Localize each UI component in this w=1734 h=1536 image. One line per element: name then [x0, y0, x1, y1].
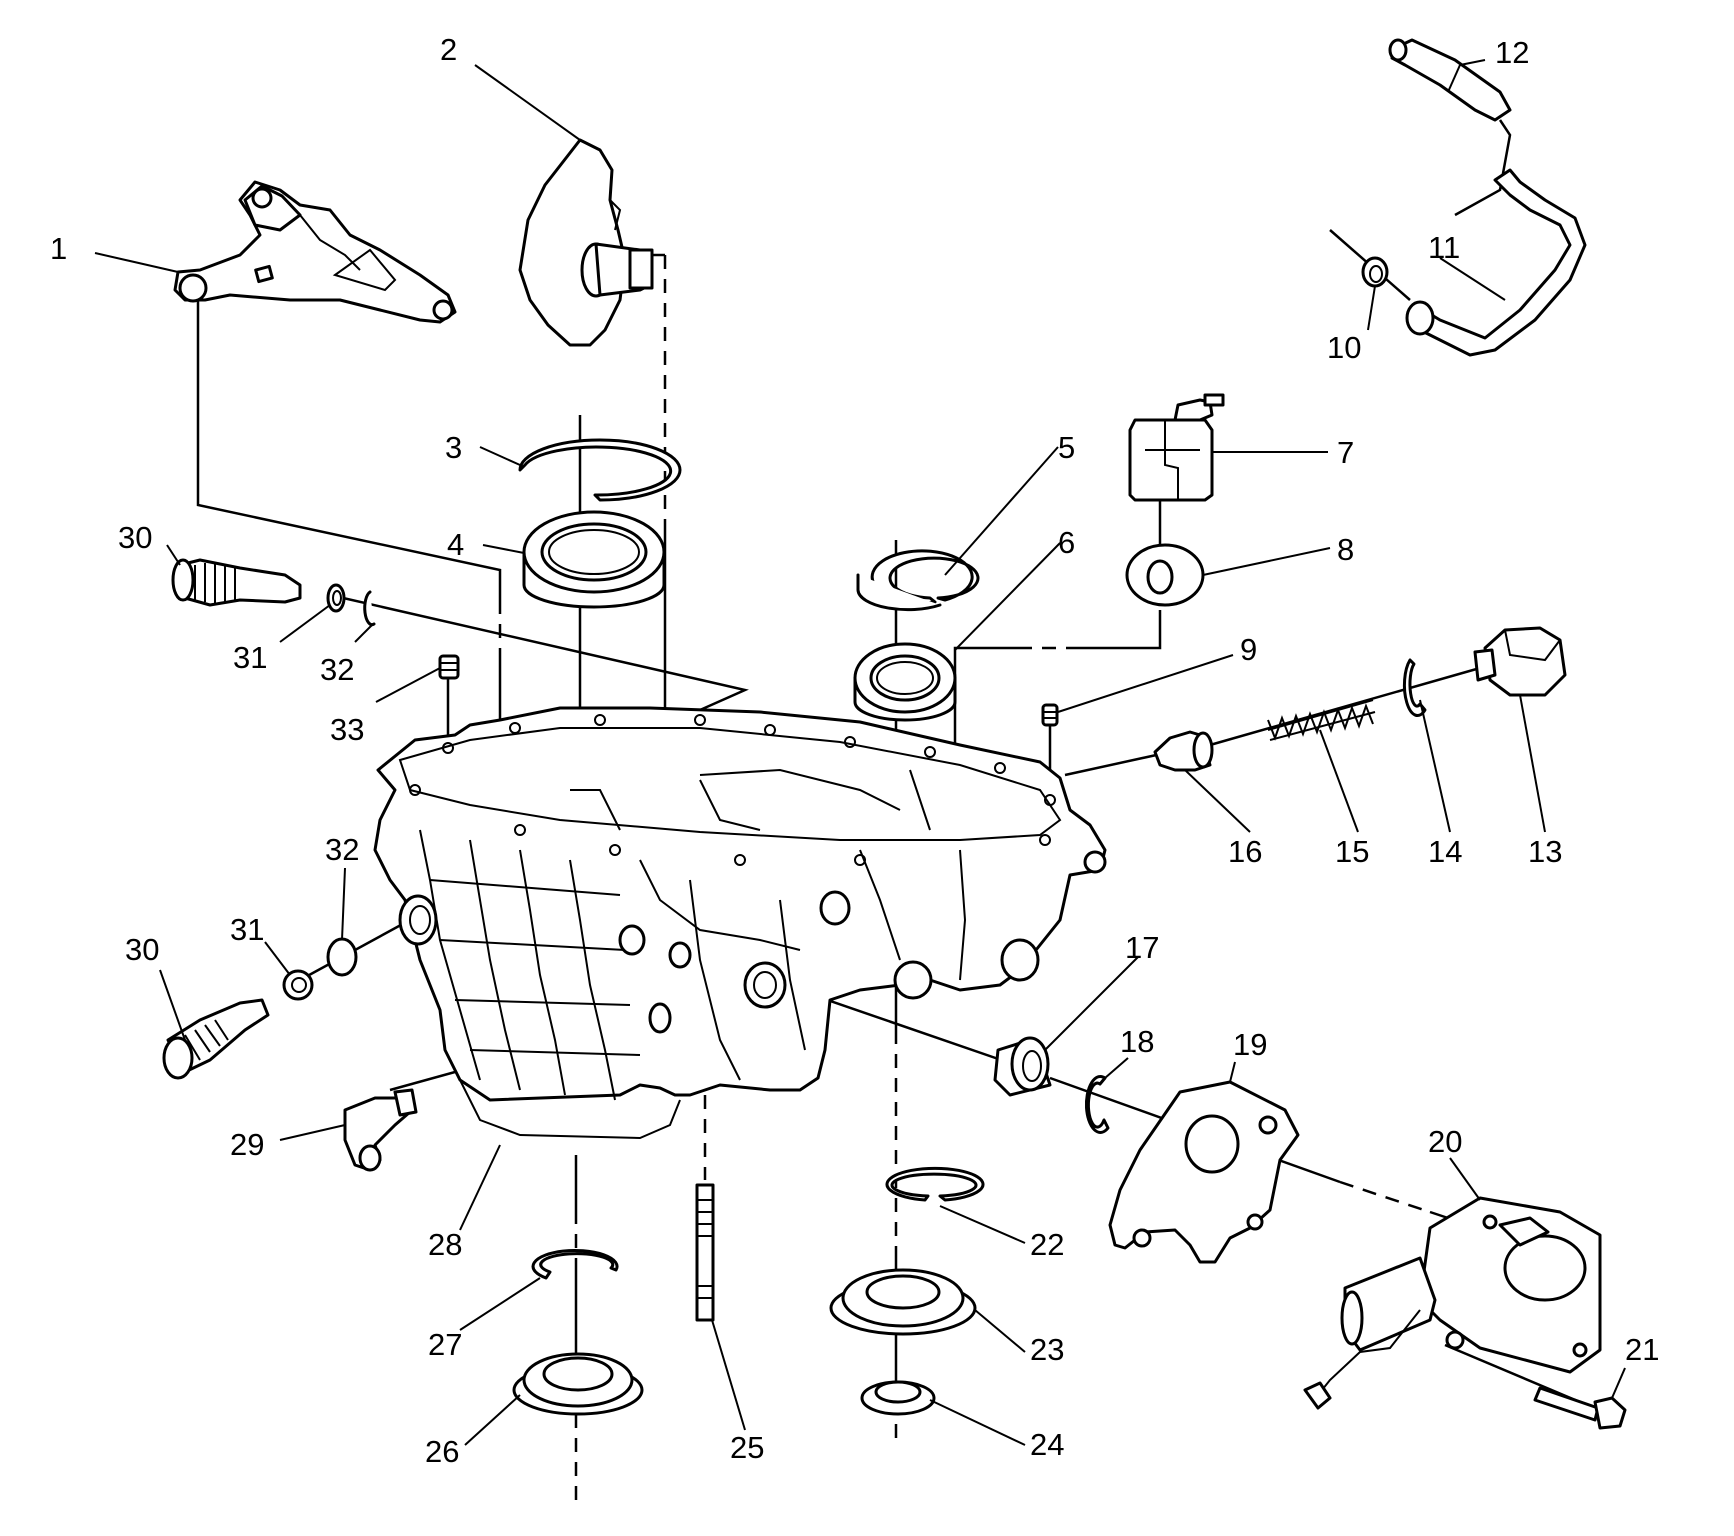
- o-ring-part-32-upper: [363, 590, 376, 627]
- bushing-part-17: [993, 1036, 1052, 1097]
- snap-ring-part-22: [885, 1166, 985, 1202]
- transmission-case-part-28: [373, 706, 1107, 1140]
- callout-23: 23: [1030, 1332, 1064, 1367]
- callout-18: 18: [1120, 1024, 1154, 1059]
- callout-4: 4: [447, 527, 464, 562]
- sensor-part-7: [1128, 393, 1225, 502]
- callout-16: 16: [1228, 834, 1262, 869]
- plunger-part-16: [1153, 730, 1214, 772]
- clutch-fork-part-1: [173, 180, 457, 324]
- seal-part-23: [829, 1268, 977, 1336]
- callout-7: 7: [1337, 435, 1354, 470]
- switch-part-29: [343, 1088, 418, 1172]
- callout-1: 1: [50, 231, 67, 266]
- washer-part-31-upper: [326, 583, 346, 613]
- callout-3: 3: [445, 430, 462, 465]
- snap-ring-part-5: [856, 549, 980, 612]
- callout-24: 24: [1030, 1427, 1064, 1462]
- snap-ring-part-3: [518, 438, 682, 502]
- washer-part-31-lower: [282, 969, 314, 1001]
- callout-27: 27: [428, 1327, 462, 1362]
- tube-part-11: [1405, 168, 1587, 357]
- leader-lines: [94, 59, 1626, 1446]
- bearing-part-6: [853, 642, 957, 722]
- plug-part-13: [1473, 626, 1567, 697]
- pivot-pin-part-30-upper: [171, 558, 302, 607]
- callout-21: 21: [1625, 1332, 1659, 1367]
- spring-part-15: [1267, 699, 1376, 741]
- callout-13: 13: [1528, 834, 1562, 869]
- callout-30-lower: 30: [125, 932, 159, 967]
- callout-33: 33: [330, 712, 364, 747]
- callout-15: 15: [1335, 834, 1369, 869]
- callout-19: 19: [1233, 1027, 1267, 1062]
- callout-10: 10: [1327, 330, 1361, 365]
- callout-8: 8: [1337, 532, 1354, 567]
- callout-9: 9: [1240, 632, 1257, 667]
- callout-22: 22: [1030, 1227, 1064, 1262]
- callout-6: 6: [1058, 525, 1075, 560]
- callout-32-upper: 32: [320, 652, 354, 687]
- snap-ring-part-27: [531, 1248, 619, 1280]
- bearing-part-4: [522, 510, 666, 609]
- actuator-part-20: [1303, 1196, 1602, 1410]
- plug-part-33: [438, 654, 460, 680]
- gasket-part-19: [1108, 1080, 1300, 1264]
- callout-20: 20: [1428, 1124, 1462, 1159]
- callout-12: 12: [1495, 35, 1529, 70]
- snap-ring-part-14: [1402, 658, 1427, 717]
- o-ring-part-32-lower: [326, 937, 358, 977]
- seal-part-24: [860, 1380, 936, 1416]
- callout-32-lower: 32: [325, 832, 359, 867]
- washer-part-8: [1125, 543, 1205, 607]
- pivot-pin-part-30-lower: [162, 998, 270, 1080]
- callout-28: 28: [428, 1227, 462, 1262]
- callout-labels: 1 2 3 4 5 6 7 8 9 10 11 12 13 14 15 16 1…: [50, 32, 1659, 1469]
- callout-31-lower: 31: [230, 912, 264, 947]
- release-plate-part-2: [518, 138, 654, 347]
- callout-29: 29: [230, 1127, 264, 1162]
- callout-14: 14: [1428, 834, 1462, 869]
- callout-11: 11: [1428, 230, 1460, 265]
- seal-ring-part-10: [1361, 256, 1389, 288]
- callout-5: 5: [1058, 430, 1075, 465]
- callout-17: 17: [1125, 930, 1159, 965]
- callout-25: 25: [730, 1430, 764, 1465]
- callout-2: 2: [440, 32, 457, 67]
- seal-part-26: [512, 1352, 644, 1416]
- stud-part-25: [695, 1183, 715, 1322]
- hose-part-12: [1388, 38, 1512, 122]
- callout-30-upper: 30: [118, 520, 152, 555]
- plug-part-9: [1041, 703, 1059, 727]
- callout-26: 26: [425, 1434, 459, 1469]
- bolt-part-21: [1533, 1386, 1627, 1430]
- callout-31-upper: 31: [233, 640, 267, 675]
- snap-ring-part-18: [1084, 1074, 1110, 1134]
